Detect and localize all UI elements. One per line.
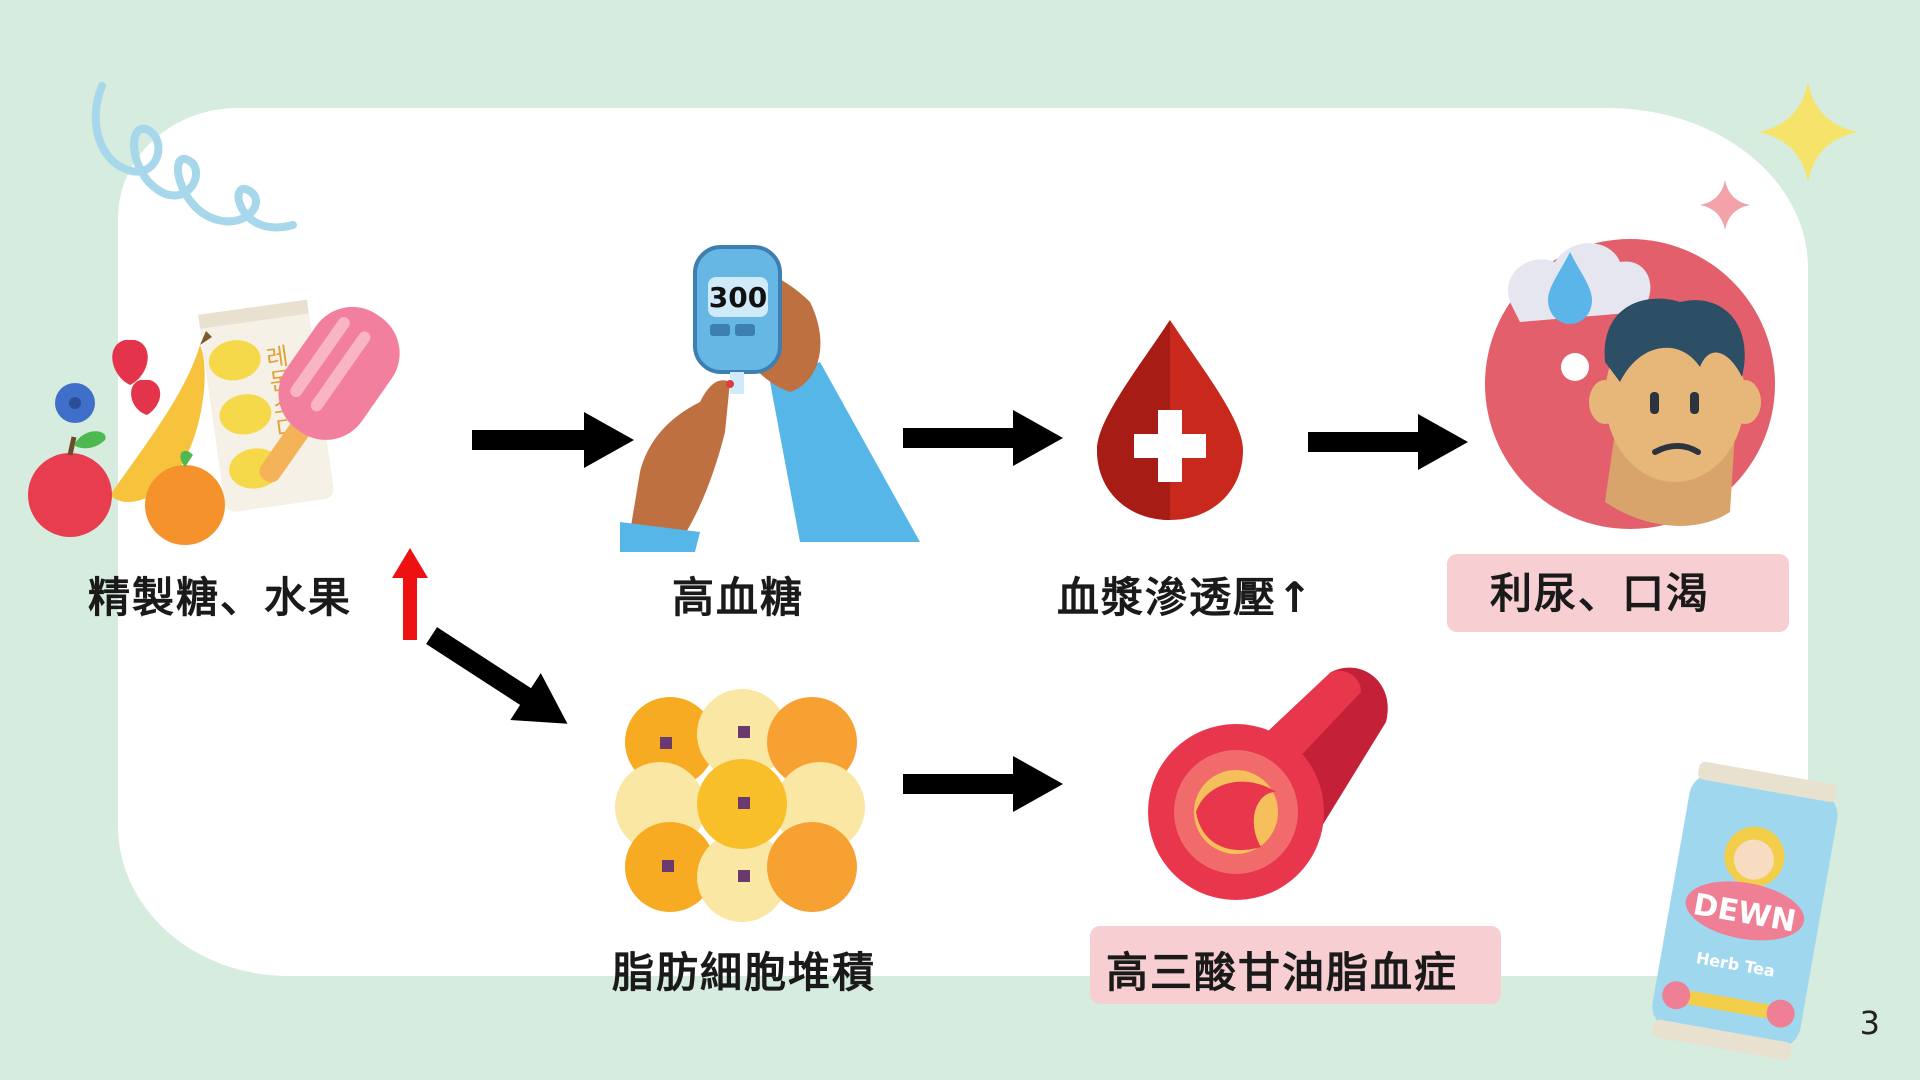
increase-arrow-icon	[392, 548, 428, 640]
diuresis-thirst-label: 利尿、口渴	[1490, 569, 1711, 618]
slide-card	[118, 108, 1808, 976]
meter-reading: 300	[709, 281, 767, 314]
arrow-sugar-to-fat	[426, 627, 568, 724]
diuresis-highlight	[1447, 554, 1789, 632]
blood-vessel-icon	[1148, 667, 1388, 900]
fruit-popsicle-icon: 레몬소다	[28, 299, 400, 545]
arrow-plasma-to-diuresis	[1308, 414, 1468, 470]
hypertriglyceridemia-highlight	[1090, 926, 1501, 1004]
thirsty-person-icon	[1485, 239, 1775, 529]
high-blood-sugar-label: 高血糖	[672, 573, 805, 622]
arrow-highsugar-to-plasma	[903, 410, 1063, 466]
soda-can-decoration: DEWN Herb Tea	[1652, 761, 1838, 1060]
plasma-osmotic-label: 血漿滲透壓↑	[1057, 573, 1315, 622]
page-number: 3	[1859, 1004, 1880, 1042]
hypertriglyceridemia-label: 高三酸甘油脂血症	[1106, 948, 1459, 997]
sparkle-large-icon	[1758, 82, 1858, 182]
glucose-meter-icon: 300	[620, 245, 920, 552]
arrow-sugar-to-highsugar	[472, 412, 634, 468]
arrow-fat-to-vessel	[903, 756, 1063, 812]
sparkle-small-icon	[1700, 180, 1750, 230]
squiggle-decoration	[91, 82, 297, 232]
fat-cells-label: 脂肪細胞堆積	[612, 948, 877, 997]
fat-cells-icon	[615, 689, 865, 922]
blood-drop-icon	[1097, 320, 1243, 520]
sugar-fruit-label: 精製糖、水果	[88, 573, 353, 622]
